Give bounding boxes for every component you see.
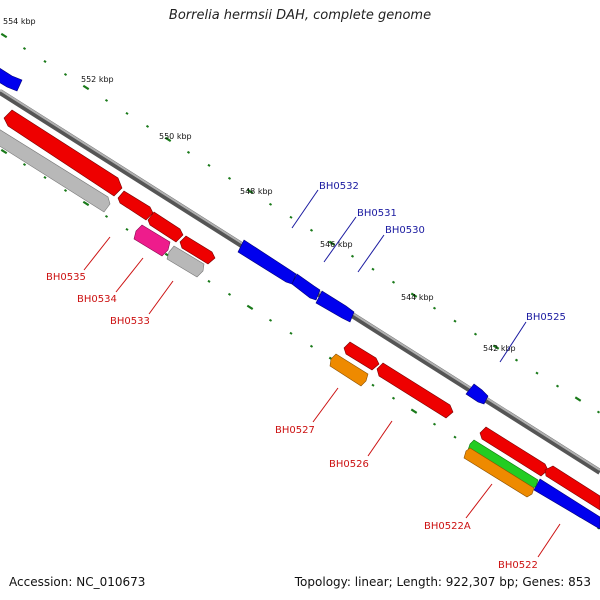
tick-mark bbox=[164, 136, 172, 143]
gene-grey-2[interactable] bbox=[166, 245, 205, 278]
gene-BH0530[interactable] bbox=[315, 290, 355, 323]
tick-mark bbox=[350, 254, 355, 258]
leader-BH0531 bbox=[323, 216, 357, 263]
tick-mark bbox=[453, 319, 457, 323]
gene-label-BH0527[interactable]: BH0527 bbox=[275, 425, 315, 436]
leader-BH0532 bbox=[291, 189, 319, 229]
tick-mark bbox=[473, 332, 478, 336]
tick-mark bbox=[268, 202, 273, 206]
gene-label-BH0522[interactable]: BH0522 bbox=[498, 560, 538, 571]
tick-mark bbox=[0, 148, 8, 155]
tick-mark bbox=[0, 32, 8, 39]
gene-orange-2[interactable] bbox=[463, 447, 535, 498]
tick-mark bbox=[453, 435, 457, 439]
gene-reverse-8[interactable] bbox=[544, 465, 600, 511]
tick-mark bbox=[63, 188, 68, 192]
leader-BH0530 bbox=[357, 234, 385, 273]
gene-label-BH0530[interactable]: BH0530 bbox=[385, 225, 425, 236]
tick-mark bbox=[596, 410, 600, 414]
tick-mark bbox=[246, 188, 254, 194]
tick-mark bbox=[391, 280, 396, 284]
gene-label-BH0533[interactable]: BH0533 bbox=[110, 316, 150, 327]
gene-reverse-2[interactable] bbox=[117, 190, 154, 221]
tick-mark bbox=[410, 292, 418, 298]
gene-grey-1[interactable] bbox=[0, 126, 111, 213]
tick-mark bbox=[246, 304, 254, 310]
tick-mark bbox=[186, 150, 191, 154]
gene-BH0522A[interactable] bbox=[479, 426, 549, 477]
gene-label-BH0526[interactable]: BH0526 bbox=[329, 459, 369, 470]
gene-label-BH0534[interactable]: BH0534 bbox=[77, 294, 117, 305]
leader-BH0522 bbox=[537, 523, 561, 558]
gene-reverse-3[interactable] bbox=[147, 211, 184, 243]
accession-text: Accession: NC_010673 bbox=[9, 575, 146, 589]
tick-mark bbox=[432, 422, 437, 426]
tick-mark bbox=[227, 292, 232, 296]
genome-title: Borrelia hermsii DAH, complete genome bbox=[168, 8, 432, 23]
gene-orange-1[interactable] bbox=[329, 353, 369, 387]
tick-mark bbox=[309, 228, 314, 232]
leader-BH0522A bbox=[465, 483, 493, 519]
tick-mark bbox=[309, 344, 314, 348]
leader-BH0535 bbox=[83, 236, 111, 271]
gene-label-BH0522A[interactable]: BH0522A bbox=[424, 521, 471, 532]
tick-mark bbox=[82, 200, 90, 207]
leader-BH0527 bbox=[312, 387, 339, 423]
gene-BH0531[interactable] bbox=[291, 273, 321, 301]
tick-mark bbox=[63, 72, 68, 76]
tick-mark bbox=[125, 111, 129, 115]
tick-mark bbox=[371, 383, 375, 387]
tick-mark bbox=[371, 267, 375, 271]
tick-mark bbox=[104, 98, 109, 102]
leader-BH0533 bbox=[148, 280, 174, 315]
tick-label-548: 548 kbp bbox=[240, 187, 273, 196]
tick-mark bbox=[492, 344, 500, 350]
tick-mark bbox=[207, 163, 211, 167]
tick-mark bbox=[514, 358, 519, 362]
leader-BH0534 bbox=[115, 257, 144, 293]
tick-mark bbox=[268, 318, 273, 322]
leader-BH0526 bbox=[367, 420, 393, 457]
tick-mark bbox=[410, 408, 418, 414]
tick-label-554: 554 kbp bbox=[3, 17, 36, 26]
tick-mark bbox=[289, 331, 293, 335]
tick-mark bbox=[43, 176, 47, 179]
tick-mark bbox=[227, 176, 232, 180]
tick-label-550: 550 kbp bbox=[159, 132, 192, 141]
gene-label-BH0525[interactable]: BH0525 bbox=[526, 312, 566, 323]
tick-mark bbox=[328, 240, 336, 246]
tick-label-544: 544 kbp bbox=[401, 293, 434, 302]
tick-mark bbox=[207, 279, 211, 283]
leader-BH0525 bbox=[499, 321, 527, 363]
tick-mark bbox=[289, 215, 293, 219]
gene-BH0535[interactable] bbox=[3, 109, 123, 197]
gene-BH0527[interactable] bbox=[343, 341, 380, 371]
tick-mark bbox=[432, 306, 437, 310]
tick-mark bbox=[555, 384, 560, 388]
tick-label-542: 542 kbp bbox=[483, 344, 516, 353]
gene-label-BH0535[interactable]: BH0535 bbox=[46, 272, 86, 283]
gene-BH0532[interactable] bbox=[237, 239, 297, 285]
gene-BH0533[interactable] bbox=[179, 235, 216, 265]
tick-mark bbox=[22, 47, 27, 51]
tick-mark bbox=[535, 371, 539, 375]
tick-mark bbox=[125, 227, 129, 231]
gene-label-BH0531[interactable]: BH0531 bbox=[357, 208, 397, 219]
gene-BH0525[interactable] bbox=[465, 383, 489, 405]
genome-summary-text: Topology: linear; Length: 922,307 bp; Ge… bbox=[294, 575, 591, 589]
tick-mark bbox=[22, 163, 27, 167]
tick-label-552: 552 kbp bbox=[81, 75, 114, 84]
tick-mark bbox=[104, 214, 109, 218]
gene-label-BH0532[interactable]: BH0532 bbox=[319, 181, 359, 192]
tick-mark bbox=[82, 84, 90, 91]
tick-mark bbox=[145, 124, 150, 128]
tick-mark bbox=[574, 396, 582, 402]
gene-BH0526[interactable] bbox=[376, 362, 454, 419]
gene-BH0534[interactable] bbox=[133, 224, 171, 257]
gene-arrow-forward[interactable] bbox=[0, 62, 23, 92]
tick-mark bbox=[391, 396, 396, 400]
tick-mark bbox=[43, 60, 47, 63]
